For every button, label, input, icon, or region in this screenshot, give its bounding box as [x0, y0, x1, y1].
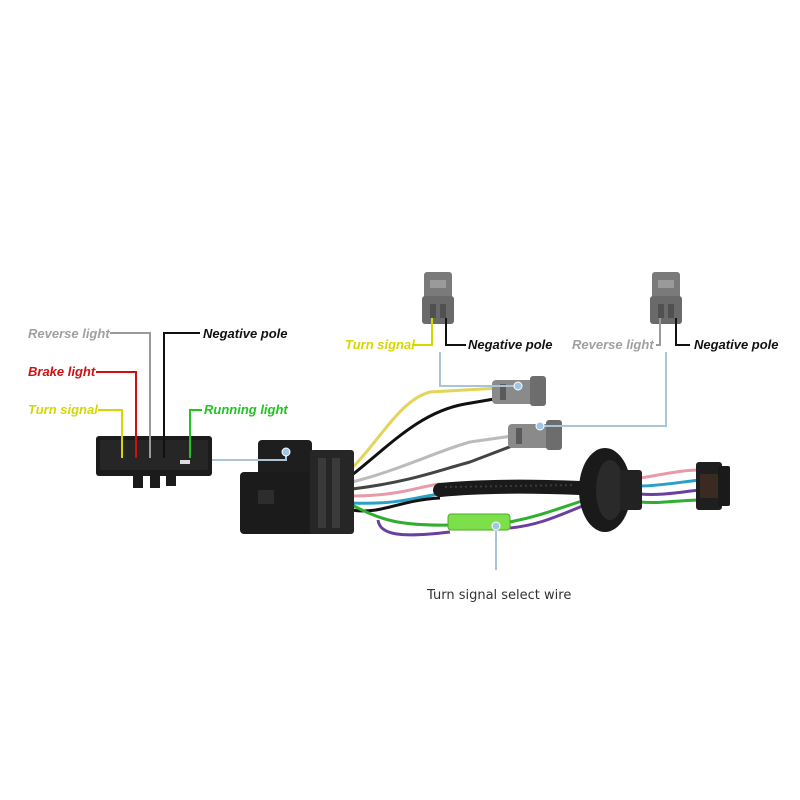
bulb-socket-drawing	[579, 448, 642, 532]
right-connector-icon	[650, 272, 682, 324]
harness-connector-b	[508, 420, 562, 450]
harness-connector-a	[492, 376, 546, 406]
callout-dots	[281, 381, 545, 531]
leader-lines	[96, 318, 690, 570]
callout-dot-icon	[491, 521, 501, 531]
callout-dot-icon	[535, 421, 545, 431]
label-turn-signal-middle: Turn signal	[345, 337, 415, 352]
label-running-light: Running light	[204, 402, 288, 417]
wire-harness	[350, 386, 701, 537]
main-plug-drawing	[240, 440, 354, 534]
middle-connector-labels: Turn signal Negative pole	[345, 337, 553, 352]
label-negative-pole-right: Negative pole	[694, 337, 779, 352]
label-reverse-light: Reverse light	[28, 326, 110, 341]
label-turn-signal: Turn signal	[28, 402, 98, 417]
middle-connector-icon	[422, 272, 454, 324]
label-reverse-light-right: Reverse light	[572, 337, 654, 352]
callout-dot-icon	[513, 381, 523, 391]
label-brake-light: Brake light	[28, 364, 96, 379]
left-connector-labels: Reverse light Brake light Turn signal Ne…	[28, 326, 288, 417]
label-turn-signal-select-wire: Turn signal select wire	[426, 588, 571, 603]
right-plug-drawing	[696, 462, 730, 510]
label-negative-pole-middle: Negative pole	[468, 337, 553, 352]
right-connector-labels: Reverse light Negative pole	[572, 337, 779, 352]
label-negative-pole: Negative pole	[203, 326, 288, 341]
select-wire-clip	[447, 513, 511, 531]
callout-dot-icon	[281, 447, 291, 457]
left-connector-drawing	[96, 436, 212, 488]
